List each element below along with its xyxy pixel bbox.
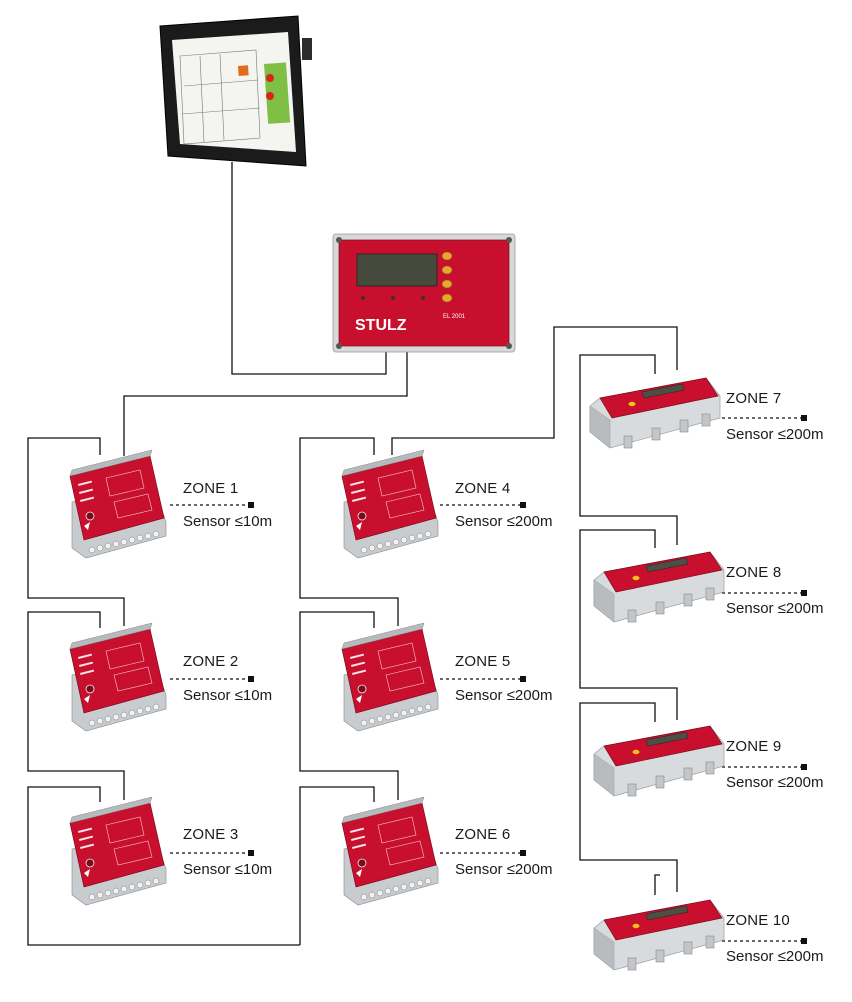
zone-module-9	[593, 725, 725, 797]
sensor-endpoint-z10	[801, 938, 807, 944]
wire-chain2-z5-z4	[299, 437, 399, 626]
sensor-endpoint-z6	[520, 850, 526, 856]
wire-chain1-z1-z2	[27, 437, 125, 626]
sensor-leads	[170, 417, 803, 942]
sensor-endpoint-z2	[248, 676, 254, 682]
central-controller: STULZ EL 2001	[332, 233, 516, 353]
wire-controller-chain1	[123, 352, 408, 456]
wire-chain2-z6-z5	[299, 611, 399, 800]
wire-chain2-z4-chain3	[391, 326, 678, 455]
wire-chain3-z9	[579, 702, 678, 892]
zone-label-3: ZONE 3	[183, 826, 239, 843]
sensor-label-6: Sensor ≤200m	[455, 861, 553, 878]
sensor-label-8: Sensor ≤200m	[726, 600, 824, 617]
zone-module-5	[341, 622, 439, 732]
zone-module-6	[341, 796, 439, 906]
wire-chain2-z3-z6	[299, 786, 375, 945]
sensor-label-5: Sensor ≤200m	[455, 687, 553, 704]
wire-chain3-z10	[654, 874, 660, 895]
sensor-endpoint-z7	[801, 415, 807, 421]
zone-label-6: ZONE 6	[455, 826, 511, 843]
wire-monitor-controller	[231, 162, 387, 375]
sensor-endpoints	[248, 415, 807, 944]
wire-chain1-z3-return	[27, 786, 300, 946]
wire-chain3-z8	[579, 529, 678, 720]
sensor-endpoint-z8	[801, 590, 807, 596]
sensor-endpoint-z3	[248, 850, 254, 856]
sensor-label-1: Sensor ≤10m	[183, 513, 273, 530]
sensor-label-7: Sensor ≤200m	[726, 426, 824, 443]
zone-module-8	[593, 551, 725, 623]
sensor-endpoint-z9	[801, 764, 807, 770]
wire-chain1-z2-z3	[27, 611, 125, 800]
zone-label-4: ZONE 4	[455, 480, 511, 497]
zone-module-2	[69, 622, 167, 732]
zone-label-10: ZONE 10	[726, 912, 790, 929]
controller-model: EL 2001	[443, 314, 466, 320]
zone-label-7: ZONE 7	[726, 390, 782, 407]
zone-module-1	[69, 449, 167, 559]
touch-panel-monitor	[159, 15, 312, 167]
zone-label-2: ZONE 2	[183, 653, 239, 670]
sensor-label-4: Sensor ≤200m	[455, 513, 553, 530]
wire-chain3-z7	[579, 354, 678, 545]
sensor-endpoint-z4	[520, 502, 526, 508]
sensor-endpoint-z1	[248, 502, 254, 508]
sensor-label-3: Sensor ≤10m	[183, 861, 273, 878]
zone-label-1: ZONE 1	[183, 480, 239, 497]
zone-module-3	[69, 796, 167, 906]
sensor-label-10: Sensor ≤200m	[726, 948, 824, 965]
zone-label-9: ZONE 9	[726, 738, 782, 755]
sensor-endpoint-z5	[520, 676, 526, 682]
controller-brand: STULZ	[355, 317, 407, 334]
zone-module-4	[341, 449, 439, 559]
zone-label-8: ZONE 8	[726, 564, 782, 581]
sensor-label-9: Sensor ≤200m	[726, 774, 824, 791]
zone-module-10	[593, 899, 725, 971]
zone-module-7	[589, 377, 721, 449]
sensor-label-2: Sensor ≤10m	[183, 687, 273, 704]
zone-label-5: ZONE 5	[455, 653, 511, 670]
